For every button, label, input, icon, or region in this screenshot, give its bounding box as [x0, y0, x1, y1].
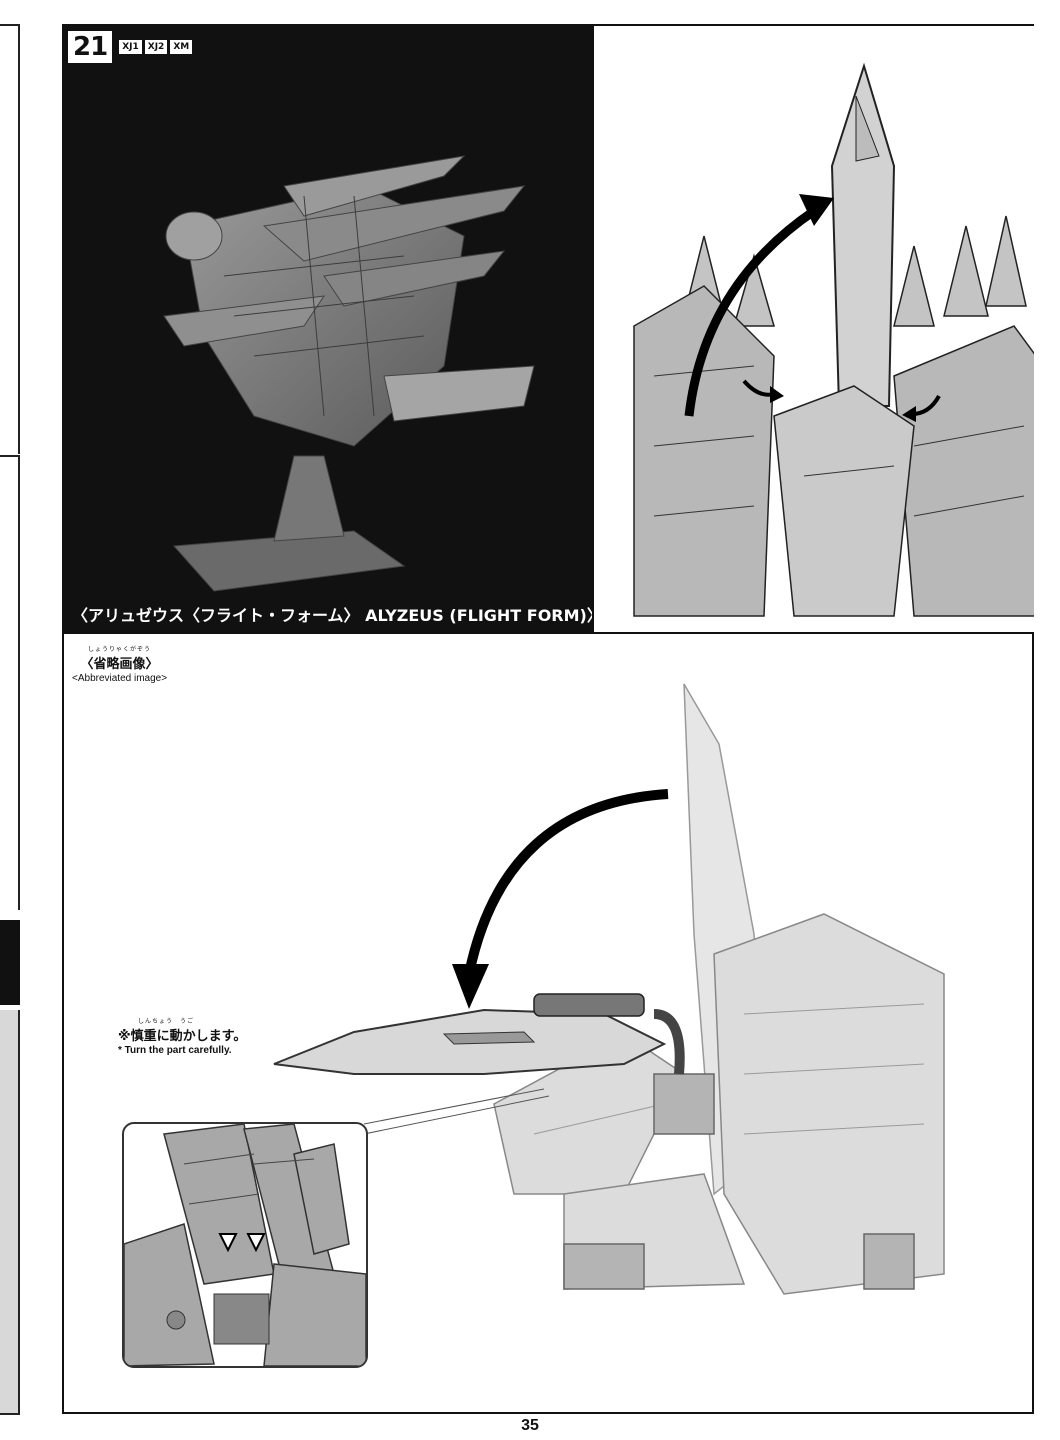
adjacent-page-grey-block — [0, 1010, 20, 1415]
step-frame: 21 XJ1 XJ2 XM 〈アリュゼウス〈フライト・フォーム〉 ALYZEUS… — [62, 24, 1034, 1414]
wing-rotation-illustration — [273, 683, 945, 1295]
note-ruby: しんちょう うご — [138, 1019, 195, 1025]
zoom-detail-illustration — [124, 1124, 366, 1366]
page-number: 35 — [521, 1417, 539, 1434]
detail-illustration-panel — [592, 26, 1034, 632]
note-jp: ※慎重に動かします。 — [118, 1029, 247, 1044]
variant-tag: XJ2 — [143, 39, 169, 55]
wing-fold-illustration — [633, 62, 1034, 617]
step-badge: 21 XJ1 XJ2 XM — [68, 31, 194, 63]
step-number: 21 — [68, 31, 113, 63]
photo-panel: 21 XJ1 XJ2 XM 〈アリュゼウス〈フライト・フォーム〉 ALYZEUS… — [64, 26, 592, 632]
abbrev-en: <Abbreviated image> — [72, 673, 168, 684]
adjacent-page-rule — [0, 24, 20, 454]
adjacent-page-black-block — [0, 920, 20, 1005]
abbreviated-image-label: しょうりゃくがぞう 〈省略画像〉 <Abbreviated image> — [72, 644, 167, 684]
abbreviated-image-panel: しょうりゃくがぞう 〈省略画像〉 <Abbreviated image> しんち… — [64, 634, 1034, 1414]
model-flight-form-photo — [163, 155, 535, 592]
variant-tag: XJ1 — [118, 39, 143, 55]
curved-arrow-icon — [684, 194, 834, 417]
panel-divider — [64, 632, 1034, 634]
abbrev-jp: 〈省略画像〉 — [80, 657, 159, 672]
triangle-marker-icon — [246, 1233, 266, 1253]
caution-note: しんちょう うご ※慎重に動かします。 * Turn the part care… — [118, 1016, 246, 1056]
small-curved-arrow-icon — [742, 379, 784, 403]
adjacent-page-rule — [0, 455, 20, 910]
adjacent-page-edge — [0, 0, 22, 1440]
variant-tag: XM — [169, 39, 194, 55]
rotated-wing-part — [273, 993, 685, 1075]
abbrev-ruby: しょうりゃくがぞう — [88, 647, 152, 653]
small-curved-arrow-icon — [902, 394, 941, 422]
photo-caption: 〈アリュゼウス〈フライト・フォーム〉 ALYZEUS (FLIGHT FORM)… — [72, 606, 592, 625]
curved-arrow-icon — [452, 789, 669, 1009]
variant-tags: XJ1 XJ2 XM — [118, 39, 194, 55]
triangle-marker-icon — [218, 1233, 238, 1253]
note-en: * Turn the part carefully. — [118, 1045, 232, 1056]
zoom-detail-box — [122, 1122, 368, 1368]
